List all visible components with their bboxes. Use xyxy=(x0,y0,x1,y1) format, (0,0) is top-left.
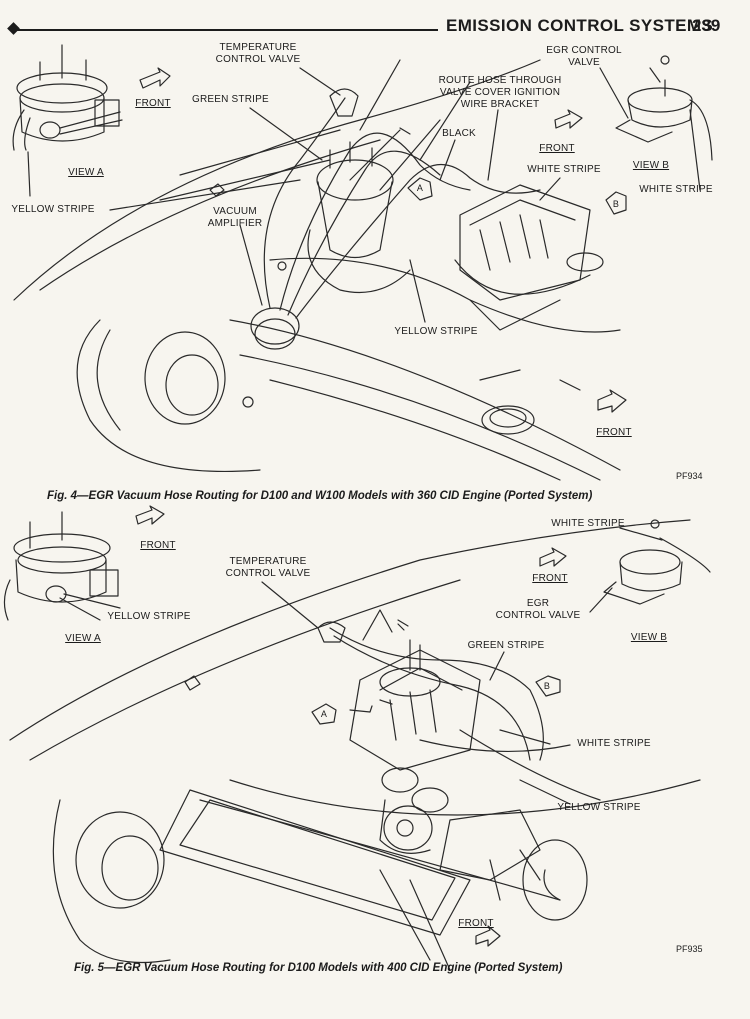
fig4-temperature-control-valve-label: TEMPERATURE CONTROL VALVE xyxy=(215,42,301,65)
fig5-caption: Fig. 5—EGR Vacuum Hose Routing for D100 … xyxy=(74,962,563,974)
fig4-marker-a: A xyxy=(416,183,424,193)
fig4-front-left-label: FRONT xyxy=(135,98,171,109)
fig5-yellow-stripe-right-label: YELLOW STRIPE xyxy=(557,802,641,813)
fig4-white-stripe-center-label: WHITE STRIPE xyxy=(527,164,601,175)
front-arrow-icon xyxy=(139,67,171,89)
fig5-temperature-control-valve-label: TEMPERATURE CONTROL VALVE xyxy=(225,556,311,579)
fig4-marker-b: B xyxy=(612,199,620,209)
fig5-code: PF935 xyxy=(676,944,703,954)
fig5-front-bottom-label: FRONT xyxy=(458,918,494,929)
fig4-front-bottom-label: FRONT xyxy=(596,427,632,438)
fig4-yellow-stripe-left-label: YELLOW STRIPE xyxy=(11,204,95,215)
fig4-view-a-label: VIEW A xyxy=(68,167,104,178)
fig4-code: PF934 xyxy=(676,471,703,481)
view-a-distributor-illustration xyxy=(12,44,123,151)
fig4-black-label: BLACK xyxy=(442,128,476,139)
page-header-title: EMISSION CONTROL SYSTEMS xyxy=(446,16,714,35)
fig4-view-b-label: VIEW B xyxy=(632,160,670,171)
fig5-white-stripe-top-label: WHITE STRIPE xyxy=(551,518,625,529)
fig5-green-stripe-label: GREEN STRIPE xyxy=(467,640,545,651)
fig5-front-right-label: FRONT xyxy=(532,573,568,584)
fig4-green-stripe-label: GREEN STRIPE xyxy=(192,94,269,105)
fig4-front-right-label: FRONT xyxy=(539,143,575,154)
fig5-view-b-label: VIEW B xyxy=(630,632,668,643)
fig5-marker-a: A xyxy=(320,709,328,719)
fig5-yellow-stripe-left-label: YELLOW STRIPE xyxy=(107,611,191,622)
fig5-white-stripe-right-label: WHITE STRIPE xyxy=(577,738,651,749)
fig5-egr-control-valve-label: EGR CONTROL VALVE xyxy=(495,598,581,621)
header-rule xyxy=(14,29,438,31)
fig4-white-stripe-right-label: WHITE STRIPE xyxy=(639,184,713,195)
fig4-vacuum-amplifier-label: VACUUM AMPLIFIER xyxy=(207,206,263,229)
fig4-egr-control-valve-label: EGR CONTROL VALVE xyxy=(546,45,622,68)
fig4-route-hose-label: ROUTE HOSE THROUGH VALVE COVER IGNITION … xyxy=(438,75,562,110)
page-number: 239 xyxy=(692,16,721,35)
fig5-marker-b: B xyxy=(543,681,551,691)
figure-5-lines xyxy=(3,505,711,971)
fig4-caption: Fig. 4—EGR Vacuum Hose Routing for D100 … xyxy=(47,490,593,502)
fig5-front-top-label: FRONT xyxy=(140,540,176,551)
fig4-yellow-stripe-bottom-label: YELLOW STRIPE xyxy=(394,326,478,337)
fig5-view-a-label: VIEW A xyxy=(65,633,101,644)
